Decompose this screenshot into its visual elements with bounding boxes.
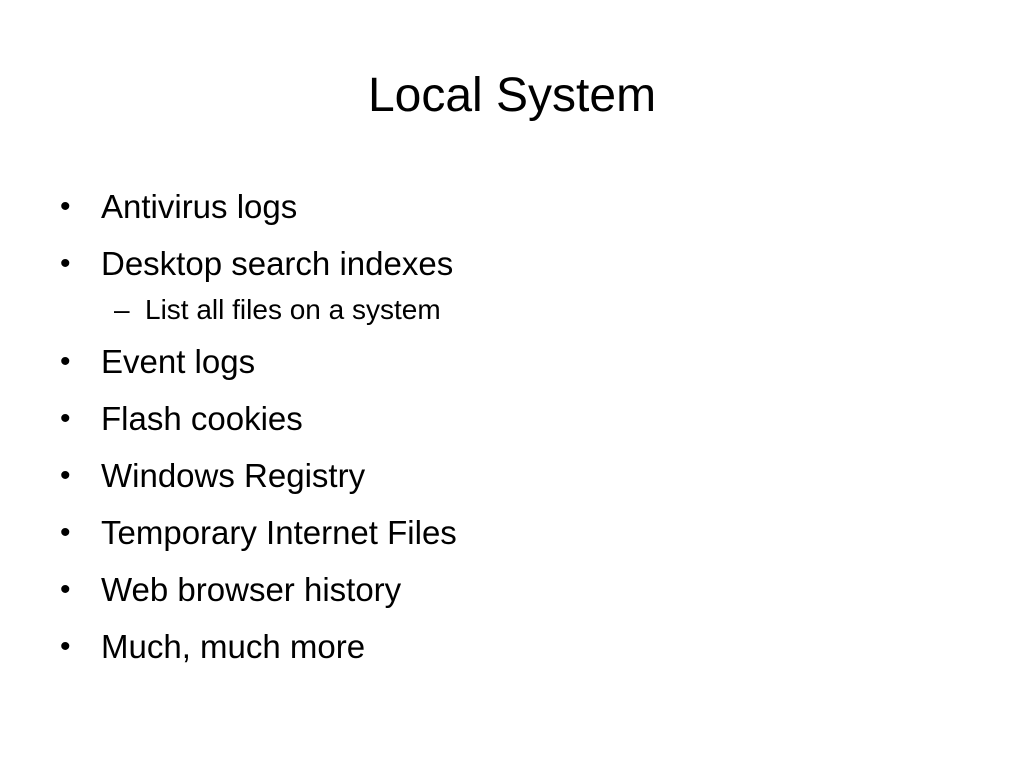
list-item: • Desktop search indexes <box>60 237 960 294</box>
bullet-icon: • <box>60 190 71 223</box>
bullet-icon: • <box>60 516 71 549</box>
bullet-list: • Antivirus logs • Desktop search indexe… <box>60 180 960 677</box>
list-item-text: Desktop search indexes <box>101 245 454 282</box>
list-item: • Event logs <box>60 335 960 392</box>
list-item-text: Event logs <box>101 343 256 380</box>
bullet-icon: • <box>60 459 71 492</box>
bullet-icon: • <box>60 345 71 378</box>
bullet-icon: • <box>60 630 71 663</box>
list-item-text: Much, much more <box>101 628 366 665</box>
list-item-text: Web browser history <box>101 571 402 608</box>
list-item: • Windows Registry <box>60 449 960 506</box>
dash-icon: – <box>114 294 130 325</box>
list-item-text: Temporary Internet Files <box>101 514 457 551</box>
bullet-icon: • <box>60 247 71 280</box>
list-item-text: Antivirus logs <box>101 188 298 225</box>
list-item: • Much, much more <box>60 620 960 677</box>
list-item: • Flash cookies <box>60 392 960 449</box>
slide-title: Local System <box>367 69 657 122</box>
list-item-text: Flash cookies <box>101 400 303 437</box>
sub-list-item-text: List all files on a system <box>145 294 441 325</box>
list-item: • Antivirus logs <box>60 180 960 237</box>
list-item: • Temporary Internet Files <box>60 506 960 563</box>
bullet-icon: • <box>60 402 71 435</box>
bullet-icon: • <box>60 573 71 606</box>
list-item: • Web browser history <box>60 563 960 620</box>
list-item-text: Windows Registry <box>101 457 366 494</box>
sub-list-item: – List all files on a system <box>60 290 960 335</box>
